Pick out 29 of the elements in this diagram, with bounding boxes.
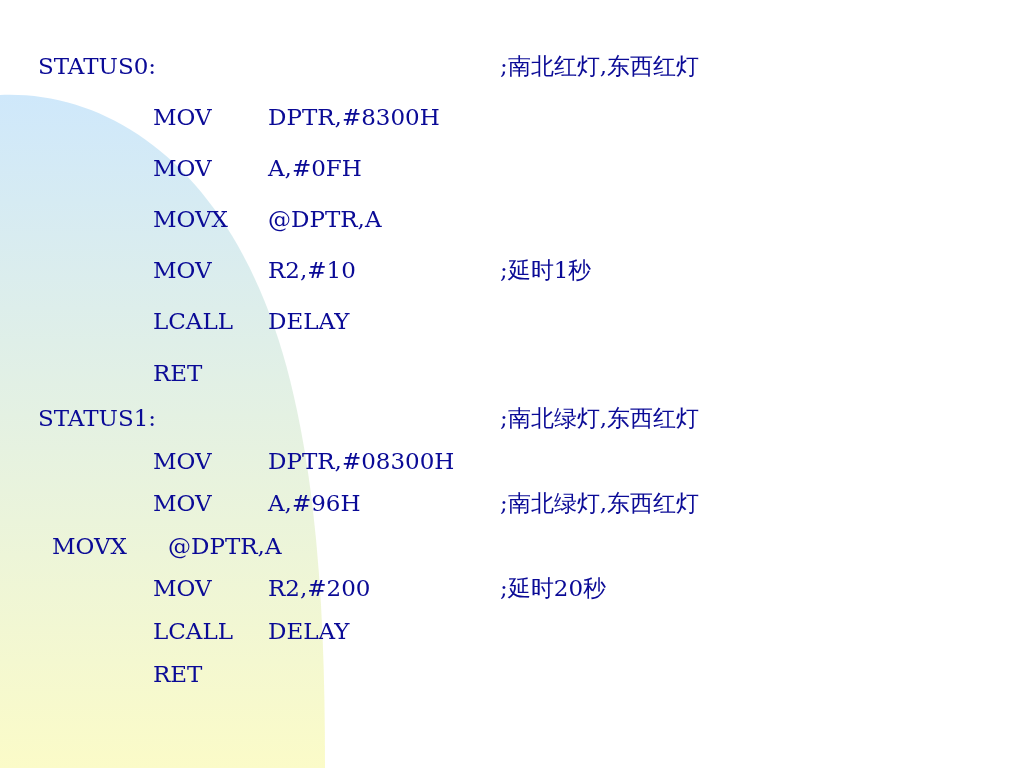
instruction-operand: DELAY bbox=[268, 617, 350, 645]
instruction-operand: R2,#200 bbox=[268, 574, 371, 602]
instruction-operand: @DPTR,A bbox=[168, 532, 282, 560]
code-label: STATUS0: bbox=[38, 52, 157, 80]
code-comment: ;南北绿灯,东西红灯 bbox=[500, 404, 700, 432]
instruction-operand: @DPTR,A bbox=[268, 205, 382, 233]
instruction-mnemonic: MOV bbox=[153, 489, 212, 517]
instruction-mnemonic: MOV bbox=[153, 154, 212, 182]
instruction-mnemonic: MOV bbox=[153, 103, 212, 131]
instruction-mnemonic: MOV bbox=[153, 256, 212, 284]
code-label: STATUS1: bbox=[38, 404, 157, 432]
instruction-mnemonic: MOVX bbox=[153, 205, 228, 233]
instruction-mnemonic: MOVX bbox=[52, 532, 127, 560]
instruction-mnemonic: LCALL bbox=[153, 617, 234, 645]
code-comment: ;南北红灯,东西红灯 bbox=[500, 52, 700, 80]
instruction-mnemonic: LCALL bbox=[153, 307, 234, 335]
code-comment: ;延时20秒 bbox=[500, 574, 606, 602]
instruction-operand: DELAY bbox=[268, 307, 350, 335]
instruction-operand: A,#0FH bbox=[268, 154, 362, 182]
code-comment: ;延时1秒 bbox=[500, 256, 592, 284]
instruction-operand: DPTR,#8300H bbox=[268, 103, 440, 131]
instruction-mnemonic: RET bbox=[153, 660, 203, 688]
instruction-mnemonic: RET bbox=[153, 359, 203, 387]
instruction-mnemonic: MOV bbox=[153, 574, 212, 602]
instruction-operand: DPTR,#08300H bbox=[268, 447, 455, 475]
instruction-mnemonic: MOV bbox=[153, 447, 212, 475]
code-comment: ;南北绿灯,东西红灯 bbox=[500, 489, 700, 517]
instruction-operand: A,#96H bbox=[268, 489, 361, 517]
instruction-operand: R2,#10 bbox=[268, 256, 356, 284]
